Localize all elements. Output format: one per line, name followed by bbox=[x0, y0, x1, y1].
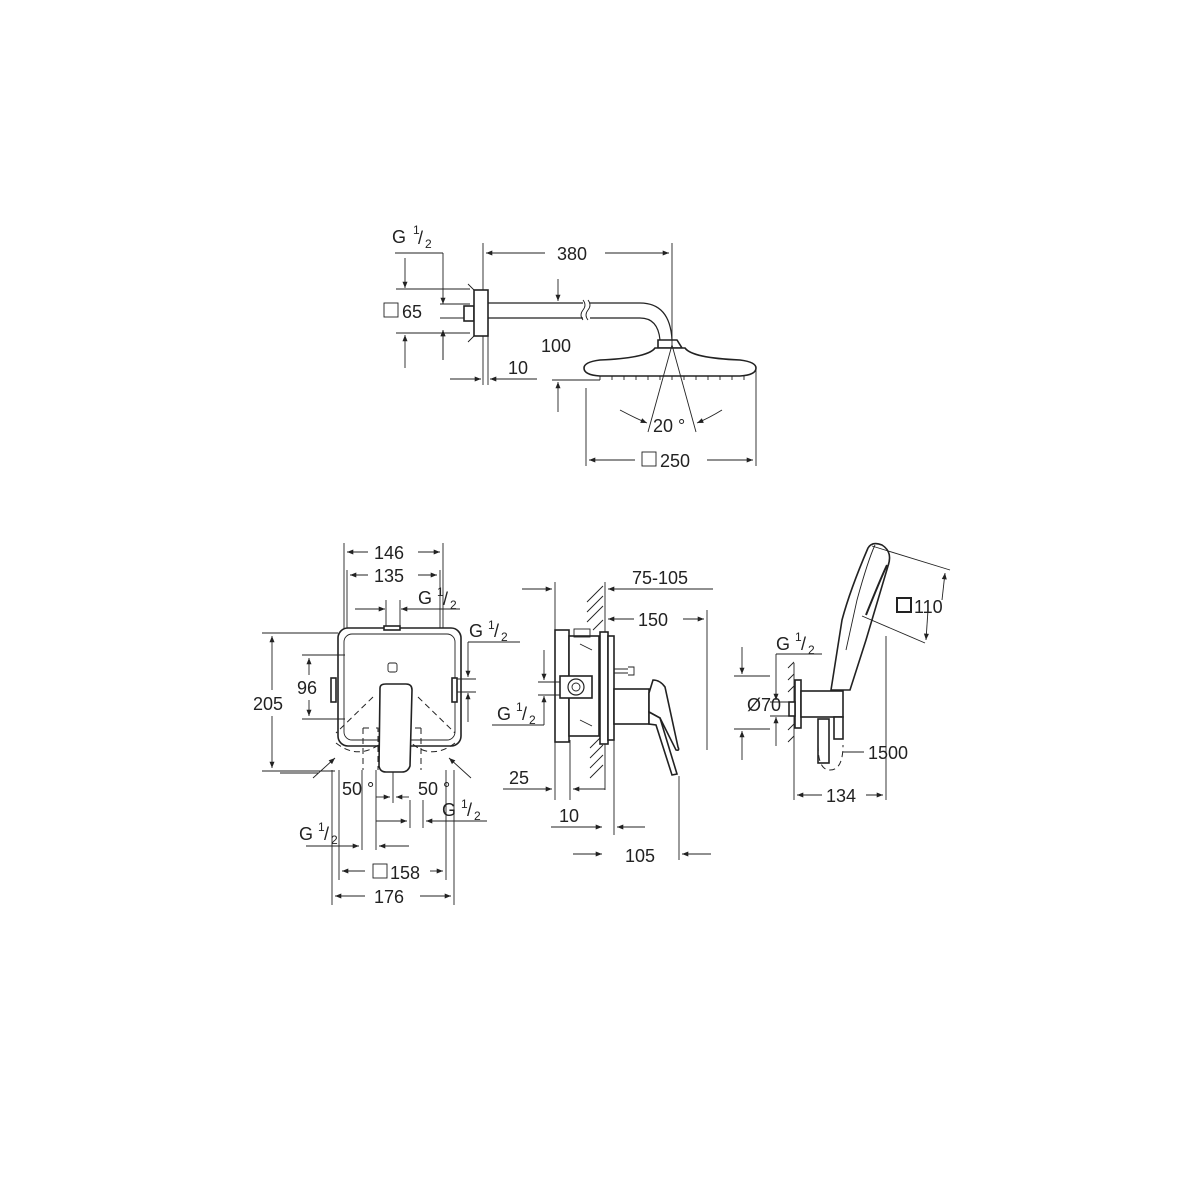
svg-text:G: G bbox=[497, 704, 511, 724]
svg-text:10: 10 bbox=[508, 358, 528, 378]
svg-text:50 °: 50 ° bbox=[342, 779, 374, 799]
thread-label: G bbox=[392, 227, 406, 247]
svg-text:25: 25 bbox=[509, 768, 529, 788]
svg-text:/: / bbox=[801, 634, 806, 654]
svg-text:G: G bbox=[776, 634, 790, 654]
svg-text:250: 250 bbox=[660, 451, 690, 471]
svg-text:75-105: 75-105 bbox=[632, 568, 688, 588]
svg-text:1: 1 bbox=[795, 630, 802, 644]
svg-text:2: 2 bbox=[425, 237, 432, 251]
svg-text:Ø70: Ø70 bbox=[747, 695, 781, 715]
svg-text:1: 1 bbox=[488, 618, 495, 632]
hand-shower-view: 110 G 1/2 Ø70 1500 134 bbox=[734, 542, 951, 806]
svg-text:G: G bbox=[442, 800, 456, 820]
svg-text:50 °: 50 ° bbox=[418, 779, 450, 799]
svg-text:G: G bbox=[469, 621, 483, 641]
svg-text:2: 2 bbox=[529, 713, 536, 727]
square-symbol-icon bbox=[383, 302, 399, 318]
svg-text:/: / bbox=[324, 824, 329, 844]
svg-text:105: 105 bbox=[625, 846, 655, 866]
svg-text:96: 96 bbox=[297, 678, 317, 698]
svg-text:10: 10 bbox=[559, 806, 579, 826]
svg-text:65: 65 bbox=[402, 302, 422, 322]
svg-text:135: 135 bbox=[374, 566, 404, 586]
svg-text:1: 1 bbox=[413, 223, 420, 237]
svg-text:100: 100 bbox=[541, 336, 571, 356]
svg-text:134: 134 bbox=[826, 786, 856, 806]
svg-text:1: 1 bbox=[318, 820, 325, 834]
svg-text:176: 176 bbox=[374, 887, 404, 907]
svg-text:G: G bbox=[299, 824, 313, 844]
svg-text:/: / bbox=[522, 704, 527, 724]
arm-length-label: 380 bbox=[557, 244, 587, 264]
svg-text:G: G bbox=[418, 588, 432, 608]
svg-text:110: 110 bbox=[914, 597, 943, 617]
svg-text:/: / bbox=[494, 621, 499, 641]
mixer-front-view: 146 135 G 1/2 205 96 bbox=[253, 543, 520, 907]
svg-text:1500: 1500 bbox=[868, 743, 908, 763]
svg-text:2: 2 bbox=[450, 598, 457, 612]
svg-text:/: / bbox=[467, 800, 472, 820]
svg-text:158: 158 bbox=[390, 863, 420, 883]
svg-text:146: 146 bbox=[374, 543, 404, 563]
svg-text:/: / bbox=[418, 228, 423, 248]
svg-text:20 °: 20 ° bbox=[653, 416, 685, 436]
svg-text:2: 2 bbox=[331, 833, 338, 847]
mixer-side-view: 75-105 150 G 1/2 25 10 105 bbox=[492, 568, 713, 866]
svg-text:2: 2 bbox=[808, 643, 815, 657]
svg-text:2: 2 bbox=[501, 630, 508, 644]
svg-text:1: 1 bbox=[516, 700, 523, 714]
svg-text:2: 2 bbox=[474, 809, 481, 823]
svg-text:1: 1 bbox=[437, 585, 444, 599]
svg-text:1: 1 bbox=[461, 797, 468, 811]
svg-text:150: 150 bbox=[638, 610, 668, 630]
svg-text:/: / bbox=[443, 589, 448, 609]
head-shower-view: G 1 / 2 65 bbox=[383, 223, 757, 471]
svg-text:205: 205 bbox=[253, 694, 283, 714]
